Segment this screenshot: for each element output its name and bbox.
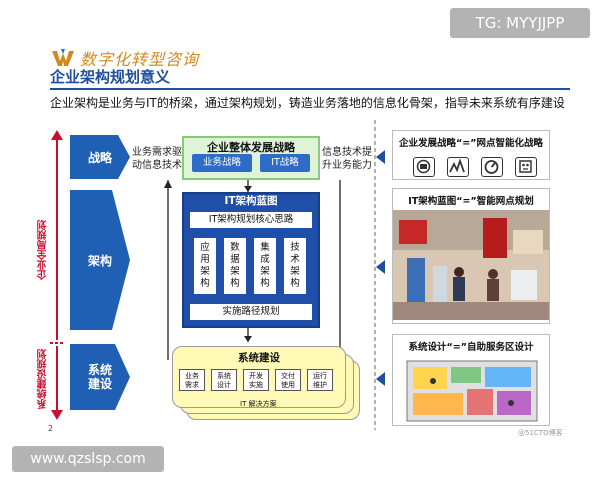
chevron-system-build: 系统 建设 bbox=[70, 344, 130, 410]
note-business-drives-it: 业务需求驱 动信息技术 bbox=[132, 147, 182, 171]
pointer-system-icon bbox=[376, 372, 385, 386]
app-architecture-box: 应 用 架 构 bbox=[194, 238, 216, 294]
page-subtitle: 企业架构是业务与IT的桥梁，通过架构规划，铸造业务落地的信息化骨架，指导未来系统… bbox=[50, 96, 565, 110]
floor-plan-image bbox=[406, 360, 538, 422]
title-bar: 企业架构规划意义 bbox=[50, 66, 570, 90]
chart-spike-icon bbox=[447, 157, 469, 177]
data-architecture-box: 数 据 架 构 bbox=[224, 238, 246, 294]
gauge-icon bbox=[481, 157, 503, 177]
logo-text: 数字化转型咨询 bbox=[80, 50, 200, 69]
page-title: 企业架构规划意义 bbox=[50, 68, 171, 86]
step-delivery: 交付 使用 bbox=[275, 369, 301, 391]
right-panel-1-title: 企业发展战略“=”网点智能化战略 bbox=[399, 138, 543, 149]
integration-architecture-box: 集 成 架 构 bbox=[254, 238, 276, 294]
circle-mark-icon bbox=[413, 157, 435, 177]
right-panel-3-title: 系统设计“=”自助服务区设计 bbox=[408, 342, 534, 353]
blueprint-title: IT架构蓝图 bbox=[224, 195, 278, 207]
note-it-enhances-business: 信息技术提 升业务能力 bbox=[322, 147, 372, 171]
dashed-divider bbox=[374, 120, 376, 430]
page-number: 2 bbox=[48, 424, 54, 433]
robot-icon bbox=[515, 157, 537, 177]
step-operations: 运行 维护 bbox=[307, 369, 333, 391]
pointer-strategy-icon bbox=[376, 150, 385, 164]
strategy-box: 企业整体发展战略 业务战略 IT战略 bbox=[182, 136, 320, 180]
strategy-title: 企业整体发展战略 bbox=[207, 141, 295, 154]
tech-architecture-box: 技 术 架 构 bbox=[284, 238, 306, 294]
right-panel-strategy: 企业发展战略“=”网点智能化战略 bbox=[392, 130, 550, 180]
business-strategy-pill: 业务战略 bbox=[192, 154, 252, 172]
top-watermark: TG: MYYJJPP bbox=[450, 8, 590, 38]
pointer-architecture-icon bbox=[376, 260, 385, 274]
system-build-title: 系统建设 bbox=[238, 352, 280, 364]
it-strategy-pill: IT战略 bbox=[260, 154, 310, 172]
brand-logo: 数字化转型咨询 bbox=[52, 46, 199, 70]
blueprint-core-idea: IT架构规划核心思路 bbox=[190, 212, 312, 228]
branch-photo-image bbox=[393, 210, 549, 320]
footer-site-watermark: www.qzslsp.com bbox=[12, 446, 164, 472]
global-planning-label: 企业全局规划 bbox=[38, 220, 49, 280]
chevron-architecture: 架构 bbox=[70, 190, 130, 330]
system-build-card: 系统建设 业务 需求 系统 设计 开发 实施 交付 使用 运行 维护 bbox=[172, 346, 346, 408]
system-planning-label: 系统建设规划 bbox=[38, 349, 49, 409]
it-blueprint-box: IT架构蓝图 IT架构规划核心思路 应 用 架 构 数 据 架 构 集 成 架 … bbox=[182, 192, 320, 328]
step-requirements: 业务 需求 bbox=[179, 369, 205, 391]
logo-w-icon bbox=[52, 49, 74, 67]
red-timeline-arrows bbox=[50, 130, 64, 420]
right-panel-blueprint: IT架构蓝图“=”智能网点规划 bbox=[392, 188, 550, 324]
chevron-strategy: 战略 bbox=[70, 135, 130, 179]
step-development: 开发 实施 bbox=[243, 369, 269, 391]
it-solution-label: IT 解决方案 bbox=[240, 400, 277, 408]
right-panel-system-design: 系统设计“=”自助服务区设计 bbox=[392, 334, 550, 426]
blog-watermark: @51CTO博客 bbox=[518, 429, 563, 437]
implementation-path: 实施路径规划 bbox=[190, 304, 312, 320]
right-panel-2-title: IT架构蓝图“=”智能网点规划 bbox=[408, 196, 534, 207]
step-design: 系统 设计 bbox=[211, 369, 237, 391]
